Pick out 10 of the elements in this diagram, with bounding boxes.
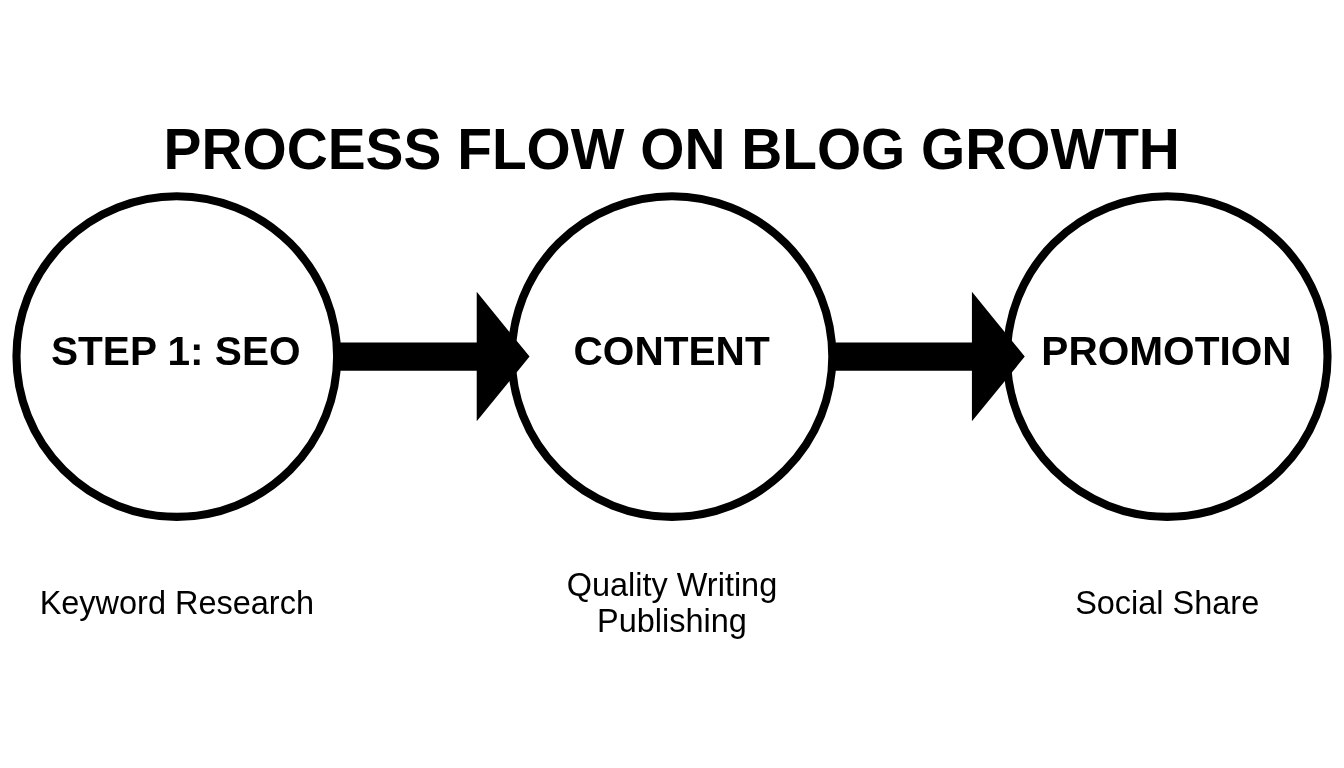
- node-label: Publishing: [597, 603, 747, 640]
- arrow: [337, 291, 530, 422]
- node-label: Keyword Research: [39, 584, 314, 621]
- node-circle: CONTENT: [507, 192, 837, 521]
- diagram-title: PROCESS FLOW ON BLOG GROWTH: [163, 117, 1180, 181]
- node-circle: PROMOTION: [1002, 192, 1332, 521]
- node-label: Quality Writing: [566, 566, 778, 603]
- node-circle: STEP 1: SEO: [12, 192, 342, 521]
- node-label: Social Share: [1075, 584, 1260, 621]
- arrow: [832, 291, 1025, 422]
